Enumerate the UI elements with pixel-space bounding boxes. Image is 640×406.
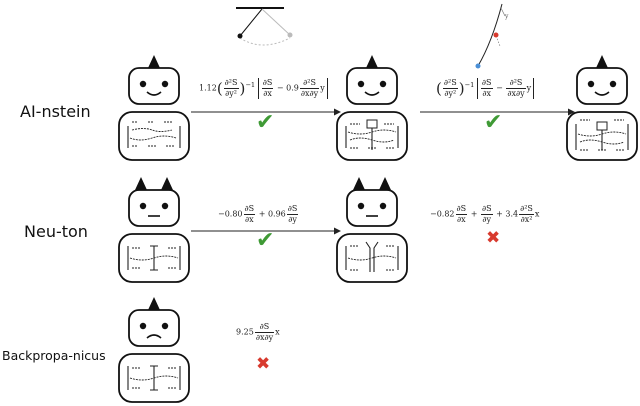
- pendulum-icon: [236, 7, 293, 46]
- robot-backpropanicus: [118, 297, 190, 403]
- cross-icon: ✖: [256, 354, 271, 374]
- equation-newton-step1: −0.80∂S∂x + 0.96∂S∂y: [218, 204, 299, 224]
- trajectory-icon: y: [475, 3, 509, 69]
- robot-ainstein-2: [336, 55, 408, 161]
- robot-ainstein-1: [118, 55, 190, 161]
- robot-ainstein-3: [566, 55, 638, 161]
- row-label-ainstein: AI-nstein: [20, 102, 91, 121]
- robot-newton-2: [336, 177, 408, 283]
- cross-icon: ✖: [486, 228, 501, 248]
- check-icon: ✔: [484, 110, 503, 135]
- robot-newton-1: [118, 177, 190, 283]
- row-label-backpropanicus: Backpropa-nicus: [2, 348, 106, 363]
- check-icon: ✔: [256, 228, 275, 253]
- row-label-newton: Neu-ton: [24, 222, 88, 241]
- check-icon: ✔: [256, 110, 275, 135]
- svg-text:y: y: [504, 13, 509, 20]
